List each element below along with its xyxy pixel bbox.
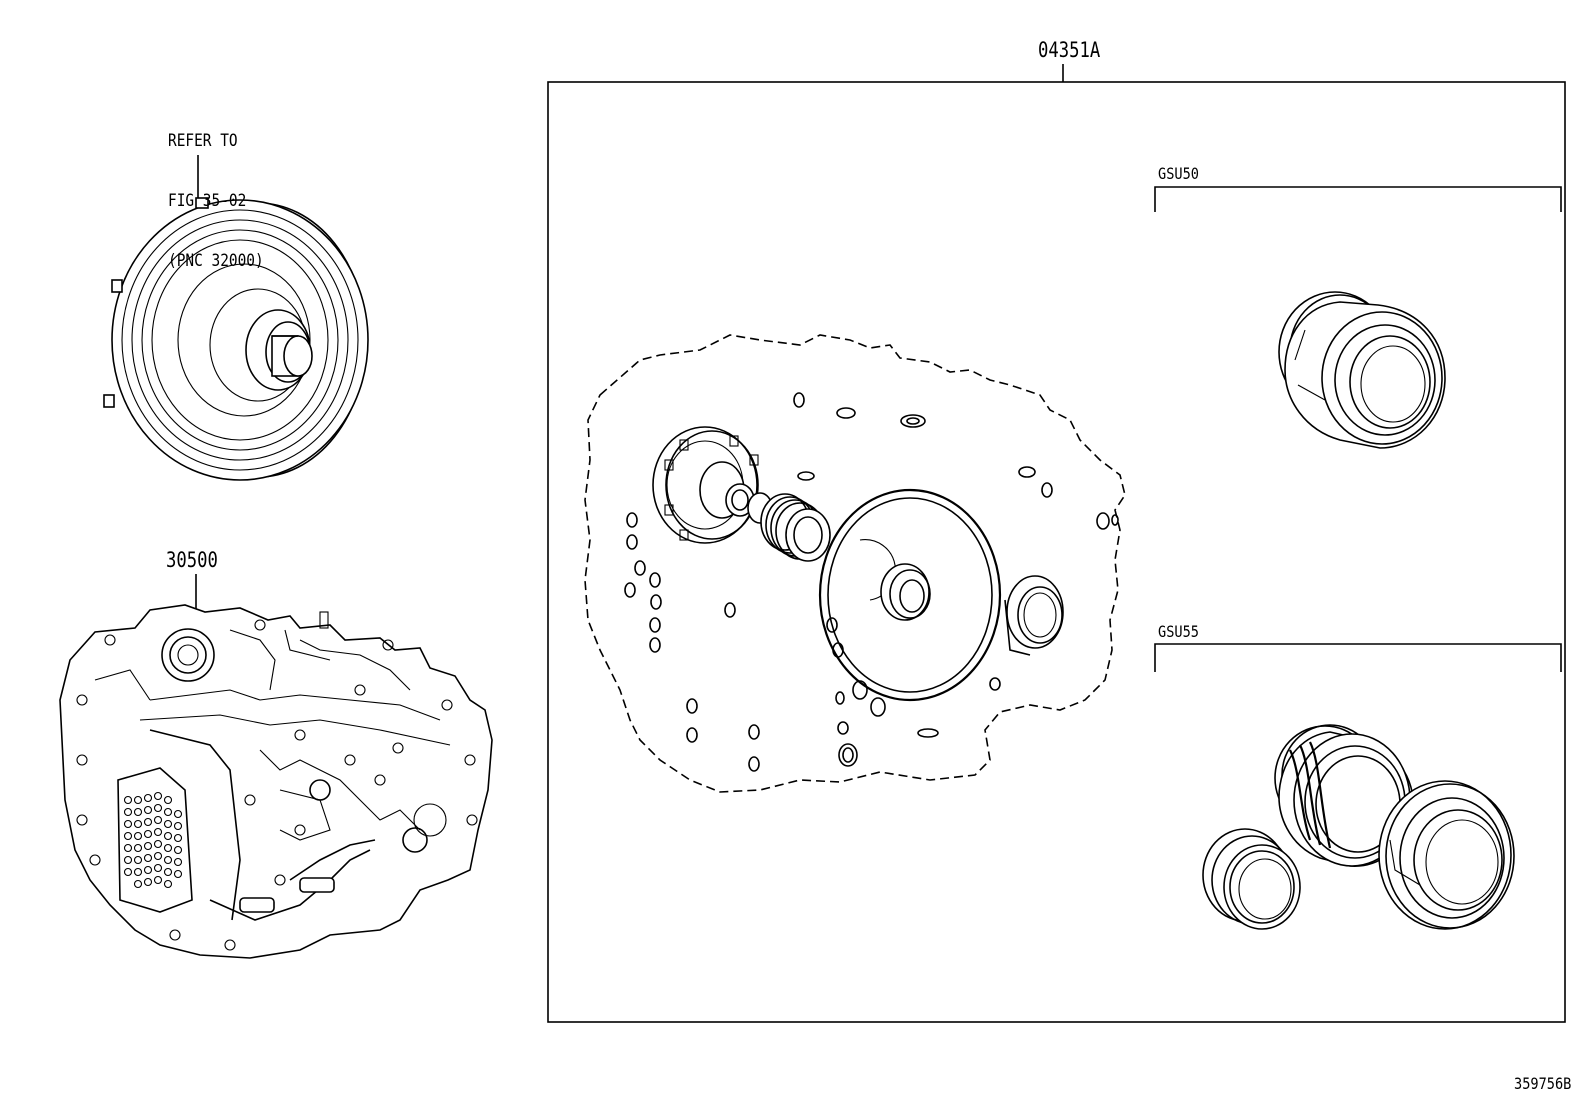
gsu55-bracket: [1154, 643, 1562, 672]
group-label-gsu50: GSU50: [1158, 164, 1199, 183]
kit-frame: [547, 64, 1566, 1023]
gsu50-seal-illustration: [1278, 291, 1446, 449]
gsu55-seal-illustration: [1202, 724, 1515, 930]
torque-converter-illustration: [103, 155, 369, 481]
gasket-set-illustration: [624, 392, 1119, 772]
transaxle-assembly-illustration: [59, 574, 493, 959]
reference-line-1: REFER TO: [168, 131, 238, 151]
reference-note: REFER TO FIG 35-02 (PNC 32000): [168, 91, 264, 291]
transaxle-case-outline: [584, 334, 1126, 793]
reference-line-2: FIG 35-02: [168, 191, 247, 211]
reference-line-3: (PNC 32000): [168, 251, 264, 271]
transaxle-part-number: 30500: [166, 548, 218, 572]
kit-part-number: 04351A: [1038, 38, 1101, 62]
gsu50-bracket: [1154, 186, 1562, 212]
group-label-gsu55: GSU55: [1158, 622, 1199, 641]
diagram-id: 359756B: [1514, 1074, 1572, 1093]
